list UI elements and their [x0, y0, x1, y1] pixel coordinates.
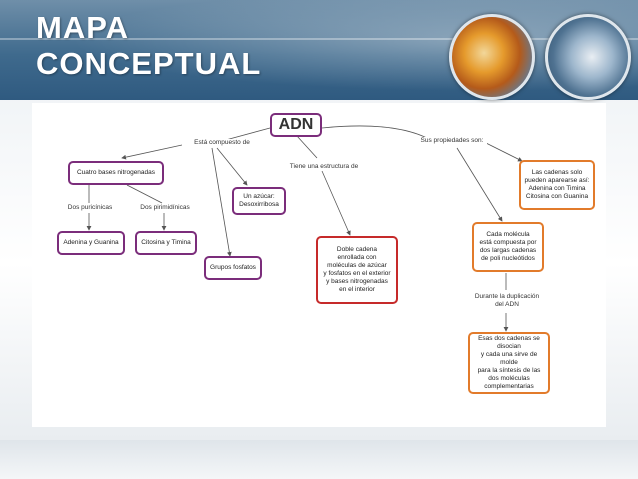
node-citosina-timina: Citosina y Timina: [135, 231, 197, 255]
link-estructura: Tiene una estructura de: [284, 163, 364, 171]
node-adn: ADN: [270, 113, 322, 137]
edge-adn-estructura: [296, 135, 318, 159]
node-fosfatos: Grupos fosfatos: [204, 256, 262, 280]
edge-compuesto-azucar: [216, 147, 248, 186]
node-doble-cadena: Doble cadena enrollada con moléculas de …: [316, 236, 398, 304]
link-pirimidinicas: Dos pirimidínicas: [134, 204, 196, 212]
lab-photo: [545, 14, 631, 100]
node-adenina-guanina: Adenina y Guanina: [57, 231, 125, 255]
node-azucar: Un azúcar: Desoxirribosa: [232, 187, 286, 215]
node-cadenas-aparear: Las cadenas solo pueden aparearse así: A…: [519, 160, 595, 210]
link-puricinicas: Dos puricínicas: [60, 204, 120, 212]
slide-title: MAPA CONCEPTUAL: [36, 10, 262, 81]
edge-compuesto-fosfatos: [211, 147, 232, 257]
edge-compuesto-bases: [121, 144, 183, 160]
edge-estructura-doble: [321, 170, 351, 236]
slide-footer-band: [0, 440, 638, 479]
edge-adn-propiedades: [321, 125, 428, 139]
concept-map-connectors: [86, 125, 523, 332]
node-bases-nitrogenadas: Cuatro bases nitrogenadas: [68, 161, 164, 185]
concept-map: ADN Está compuesto de Tiene una estructu…: [32, 103, 606, 427]
link-compuesto: Está compuesto de: [182, 139, 262, 147]
pills-photo: [449, 14, 535, 100]
edge-bases-pirimidinicas: [126, 184, 163, 204]
link-duplicacion: Durante la duplicación del ADN: [468, 293, 546, 309]
edge-propiedades-molecula: [456, 147, 503, 222]
link-propiedades: Sus propiedades son:: [417, 137, 487, 145]
node-se-disocian: Esas dos cadenas se disocian y cada una …: [468, 332, 550, 394]
edge-adn-compuesto: [221, 127, 271, 142]
edge-propiedades-aparear: [481, 140, 523, 162]
node-cada-molecula: Cada molécula está compuesta por dos lar…: [472, 222, 544, 272]
